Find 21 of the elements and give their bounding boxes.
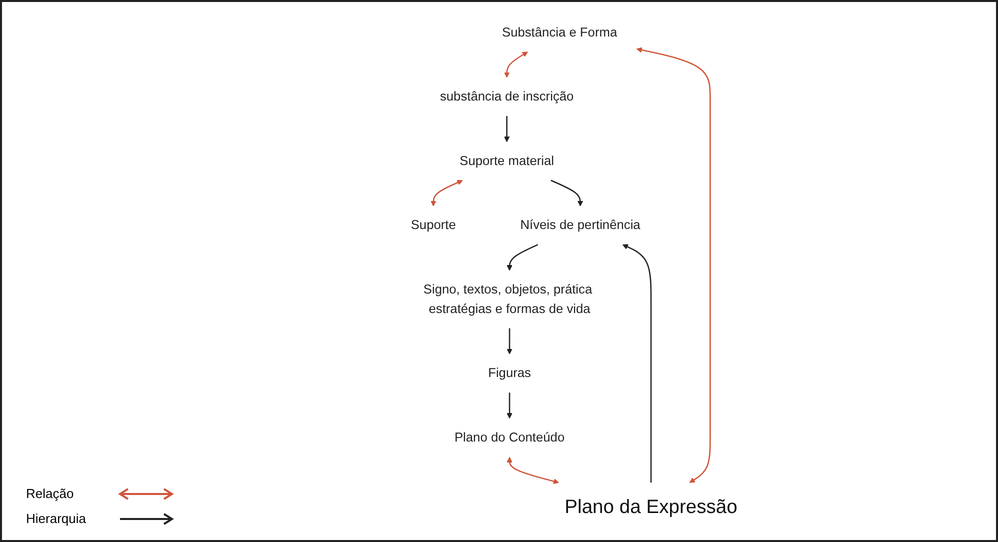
arrow	[506, 328, 512, 354]
arrow	[506, 244, 538, 271]
arrow	[550, 180, 584, 206]
node-text: Plano da Expressão	[564, 496, 738, 518]
node-text: Signo, textos, objetos, prática estratégias e formas de vida	[423, 282, 592, 316]
node-text: Suporte material	[460, 154, 554, 168]
node-text: Suporte	[410, 218, 456, 232]
arrow	[622, 244, 652, 483]
legend-label: Hierarquia	[26, 511, 87, 526]
arrow	[430, 180, 463, 206]
arrow	[504, 116, 510, 142]
node-text: Níveis de pertinência	[520, 218, 640, 232]
arrow	[506, 456, 559, 484]
arrow	[636, 47, 711, 483]
node-text: Substância e Forma	[502, 25, 618, 40]
node-text: Figuras	[488, 366, 531, 380]
node-text: substância de inscrição	[440, 90, 574, 104]
node-text: Plano do Conteúdo	[454, 430, 565, 445]
arrow	[504, 52, 528, 78]
legend-label: Relação	[26, 486, 75, 501]
arrow	[506, 392, 512, 419]
